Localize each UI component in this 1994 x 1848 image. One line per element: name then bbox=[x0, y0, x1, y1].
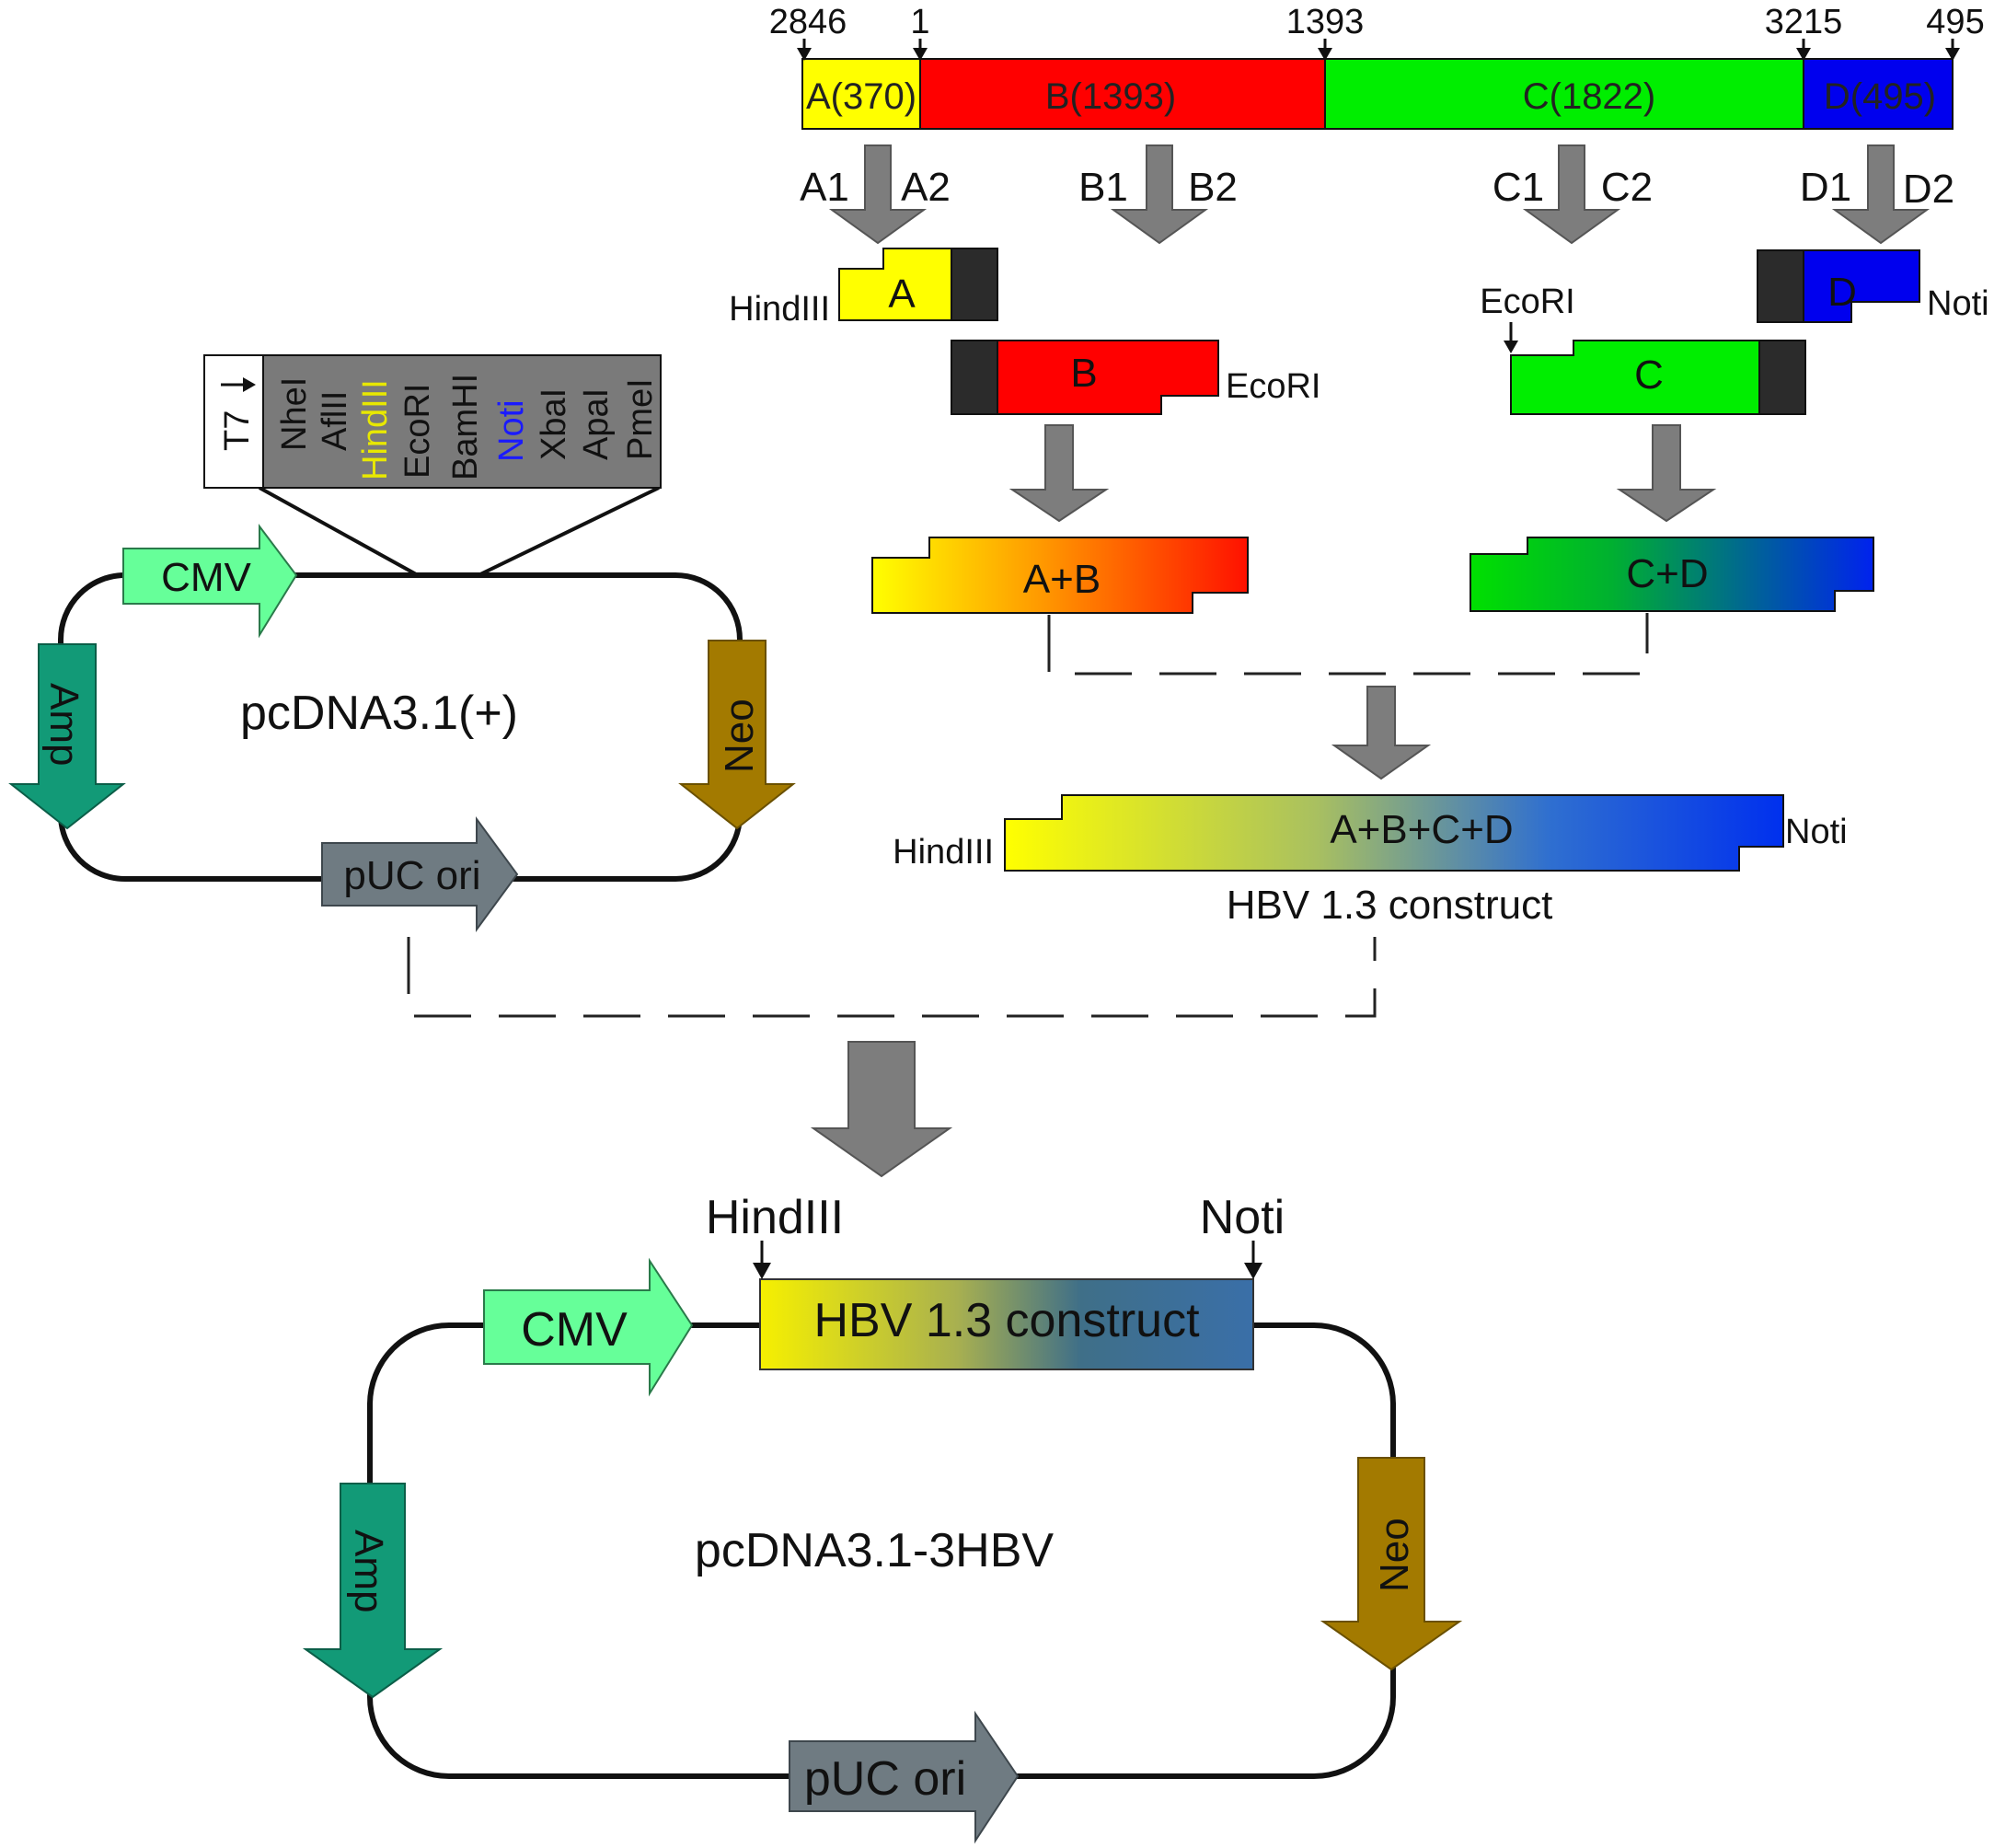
mcs-site-aflii: AflII bbox=[316, 391, 354, 451]
fragment-c: C bbox=[1504, 322, 1806, 415]
segment-b bbox=[919, 58, 1326, 130]
fragment-b-label: B bbox=[1070, 351, 1097, 396]
ligation-arrow bbox=[810, 1041, 953, 1178]
segment-c bbox=[1324, 58, 1804, 130]
pcr-arrow-b bbox=[1110, 144, 1209, 245]
site-hindiii-a: HindIII bbox=[729, 290, 830, 329]
position-3215: 3215 bbox=[1765, 3, 1843, 41]
final-insert: HBV 1.3 construct bbox=[759, 1278, 1254, 1370]
pcr-arrow-d bbox=[1831, 144, 1931, 245]
mcs-site-ecori: EcoRI bbox=[398, 384, 437, 479]
pcr-arrows bbox=[828, 144, 1931, 245]
mcs-site-xbai: XbaI bbox=[535, 388, 573, 460]
mcs-promoter: T7 bbox=[218, 410, 257, 451]
vector-cmv-element: CMV bbox=[122, 524, 298, 639]
primer-a2: A2 bbox=[901, 165, 951, 210]
vector-neo-label: Neo bbox=[717, 699, 762, 773]
primer-b1: B1 bbox=[1078, 165, 1128, 210]
join-line-fragments bbox=[1047, 613, 1649, 676]
pcr-arrow-c bbox=[1522, 144, 1621, 245]
segment-d bbox=[1803, 58, 1954, 130]
site-hindiii-abcd: HindIII bbox=[893, 833, 994, 872]
fragment-a-label: A bbox=[888, 271, 916, 317]
fragment-abcd-label: A+B+C+D bbox=[1330, 807, 1513, 852]
primer-d2: D2 bbox=[1903, 167, 1954, 212]
primer-a1: A1 bbox=[800, 165, 849, 210]
pcr-arrow-a bbox=[828, 144, 928, 245]
fragment-cd: C+D bbox=[1470, 537, 1874, 612]
fragment-a: A bbox=[838, 248, 998, 321]
primer-c2: C2 bbox=[1601, 165, 1653, 210]
primer-d1: D1 bbox=[1800, 165, 1851, 210]
final-amp-element: Amp bbox=[302, 1483, 444, 1699]
final-plasmid: HBV 1.3 construct HindIII Noti CMV Amp N… bbox=[302, 1191, 1463, 1844]
genome-bar: A(370) B(1393) C(1822) D(495) 2846 1 139… bbox=[769, 3, 1985, 130]
final-neo-element: Neo bbox=[1320, 1457, 1463, 1671]
mcs-site-apai: ApaI bbox=[577, 388, 616, 460]
vector-name: pcDNA3.1(+) bbox=[240, 687, 518, 740]
vector-ori-element: pUC ori bbox=[321, 815, 519, 933]
mcs-site-hindiii: HindIII bbox=[356, 379, 395, 480]
site-ecori-b: EcoRI bbox=[1226, 367, 1320, 406]
fusion-arrows bbox=[810, 424, 1717, 1178]
vector-pcdna31: T7 NheI AflII HindIII EcoRI BamHI Noti X… bbox=[8, 354, 796, 933]
mcs-site-bamhi: BamHI bbox=[446, 374, 485, 480]
primer-c1: C1 bbox=[1493, 165, 1544, 210]
segment-d-label: D(495) bbox=[1824, 76, 1936, 117]
mcs-arrow-icon bbox=[221, 377, 256, 392]
segment-c-label: C(1822) bbox=[1523, 76, 1656, 117]
final-amp-label: Amp bbox=[346, 1530, 391, 1612]
mcs-site-nhei: NheI bbox=[275, 377, 314, 451]
final-site-markers bbox=[753, 1241, 1262, 1279]
fragment-d-label: D bbox=[1827, 270, 1857, 315]
final-cmv-label: CMV bbox=[521, 1303, 628, 1357]
position-ticks bbox=[797, 39, 1960, 61]
mcs-site-noti: Noti bbox=[492, 399, 531, 462]
fusion-arrow-ab bbox=[1009, 424, 1110, 523]
final-cmv-element: CMV bbox=[483, 1257, 694, 1397]
construct-caption: HBV 1.3 construct bbox=[1227, 883, 1553, 928]
position-1: 1 bbox=[910, 3, 929, 41]
final-site-noti: Noti bbox=[1200, 1191, 1285, 1244]
join-line-vector bbox=[407, 937, 1377, 1018]
vector-amp-label: Amp bbox=[41, 683, 86, 766]
vector-cmv-label: CMV bbox=[161, 555, 251, 600]
segment-a-label: A(370) bbox=[806, 76, 916, 117]
site-ecori-c-marker bbox=[1504, 322, 1518, 353]
fragment-b: B bbox=[951, 340, 1219, 415]
fragment-ab-label: A+B bbox=[1023, 557, 1101, 602]
segment-b-label: B(1393) bbox=[1045, 76, 1176, 117]
fragment-c-label: C bbox=[1634, 352, 1664, 398]
primer-b2: B2 bbox=[1188, 165, 1238, 210]
final-ori-label: pUC ori bbox=[804, 1752, 966, 1806]
fragment-cd-label: C+D bbox=[1626, 551, 1708, 596]
vector-neo-element: Neo bbox=[678, 640, 796, 830]
fragment-abcd: A+B+C+D bbox=[1004, 794, 1784, 872]
final-ori-element: pUC ori bbox=[789, 1710, 1020, 1844]
final-insert-label: HBV 1.3 construct bbox=[813, 1294, 1200, 1347]
fusion-arrow-abcd bbox=[1331, 686, 1432, 780]
mcs-site-pmei: PmeI bbox=[621, 378, 660, 460]
position-495: 495 bbox=[1926, 3, 1984, 41]
site-noti-d: Noti bbox=[1927, 284, 1989, 323]
vector-amp-element: Amp bbox=[8, 643, 126, 830]
fragment-ab: A+B bbox=[871, 537, 1249, 614]
final-site-hindiii: HindIII bbox=[706, 1191, 844, 1244]
site-ecori-c: EcoRI bbox=[1480, 283, 1574, 321]
mcs-box: T7 NheI AflII HindIII EcoRI BamHI Noti X… bbox=[203, 354, 662, 489]
fragment-d: D bbox=[1757, 249, 1920, 323]
segment-a bbox=[801, 58, 921, 130]
vector-ori-label: pUC ori bbox=[343, 853, 480, 898]
site-noti-abcd: Noti bbox=[1785, 813, 1848, 851]
position-2846: 2846 bbox=[769, 3, 847, 41]
final-plasmid-name: pcDNA3.1-3HBV bbox=[695, 1524, 1054, 1577]
final-neo-label: Neo bbox=[1372, 1518, 1417, 1592]
position-1393: 1393 bbox=[1286, 3, 1365, 41]
fusion-arrow-cd bbox=[1616, 424, 1717, 523]
